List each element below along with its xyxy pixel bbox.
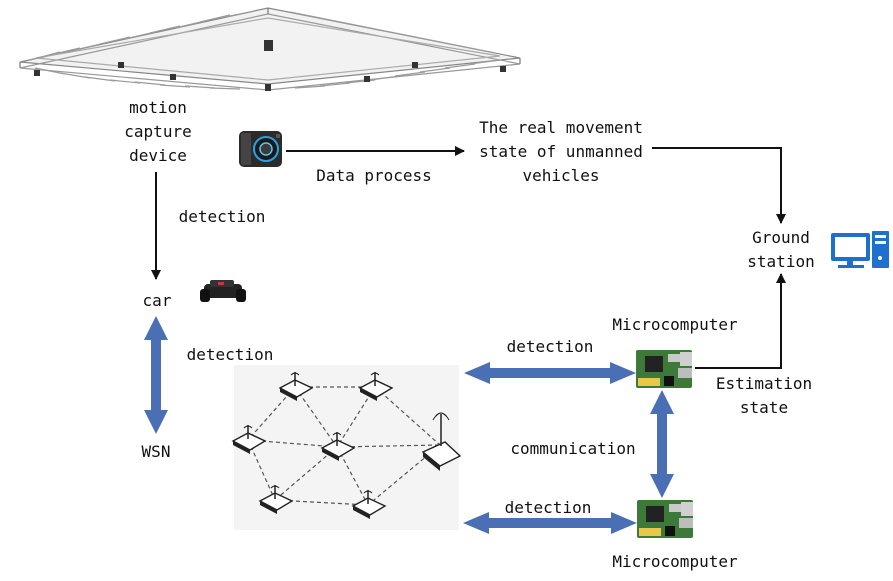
microcomputer-label-top: Microcomputer xyxy=(612,315,738,334)
detection-label-top-right: detection xyxy=(506,337,594,356)
microcomputer-board-icon xyxy=(636,350,692,388)
ground-station-label: Ground station xyxy=(747,228,815,271)
robot-car-icon xyxy=(200,280,246,302)
truss-frame-icon xyxy=(19,7,521,91)
car-label: car xyxy=(142,291,172,310)
arrow-micro-to-ground xyxy=(695,273,786,369)
double-arrow-car-wsn xyxy=(144,316,168,434)
wsn-network-icon xyxy=(231,365,462,530)
detection-label-mocap: detection xyxy=(178,207,266,226)
arrow-state-to-ground xyxy=(652,147,786,224)
estimation-state-label: Estimation state xyxy=(715,374,813,417)
communication-label: communication xyxy=(510,439,636,458)
wsn-label: WSN xyxy=(141,442,171,461)
microcomputer-board-icon xyxy=(637,500,693,538)
detection-label-wsn: detection xyxy=(186,345,274,364)
double-arrow-wsn-micro-top xyxy=(464,362,636,384)
mocap-device-label: motion capture device xyxy=(124,98,192,165)
computer-icon xyxy=(831,231,889,268)
microcomputer-label-bottom: Microcomputer xyxy=(612,552,738,571)
mocap-camera-icon xyxy=(239,131,282,167)
detection-label-bottom-right: detection xyxy=(504,498,592,517)
data-process-label: Data process xyxy=(316,166,432,185)
double-arrow-micro-micro xyxy=(650,390,674,498)
double-arrow-wsn-micro-bottom xyxy=(463,512,637,534)
real-movement-state-label: The real movement state of unmanned vehi… xyxy=(479,118,643,185)
